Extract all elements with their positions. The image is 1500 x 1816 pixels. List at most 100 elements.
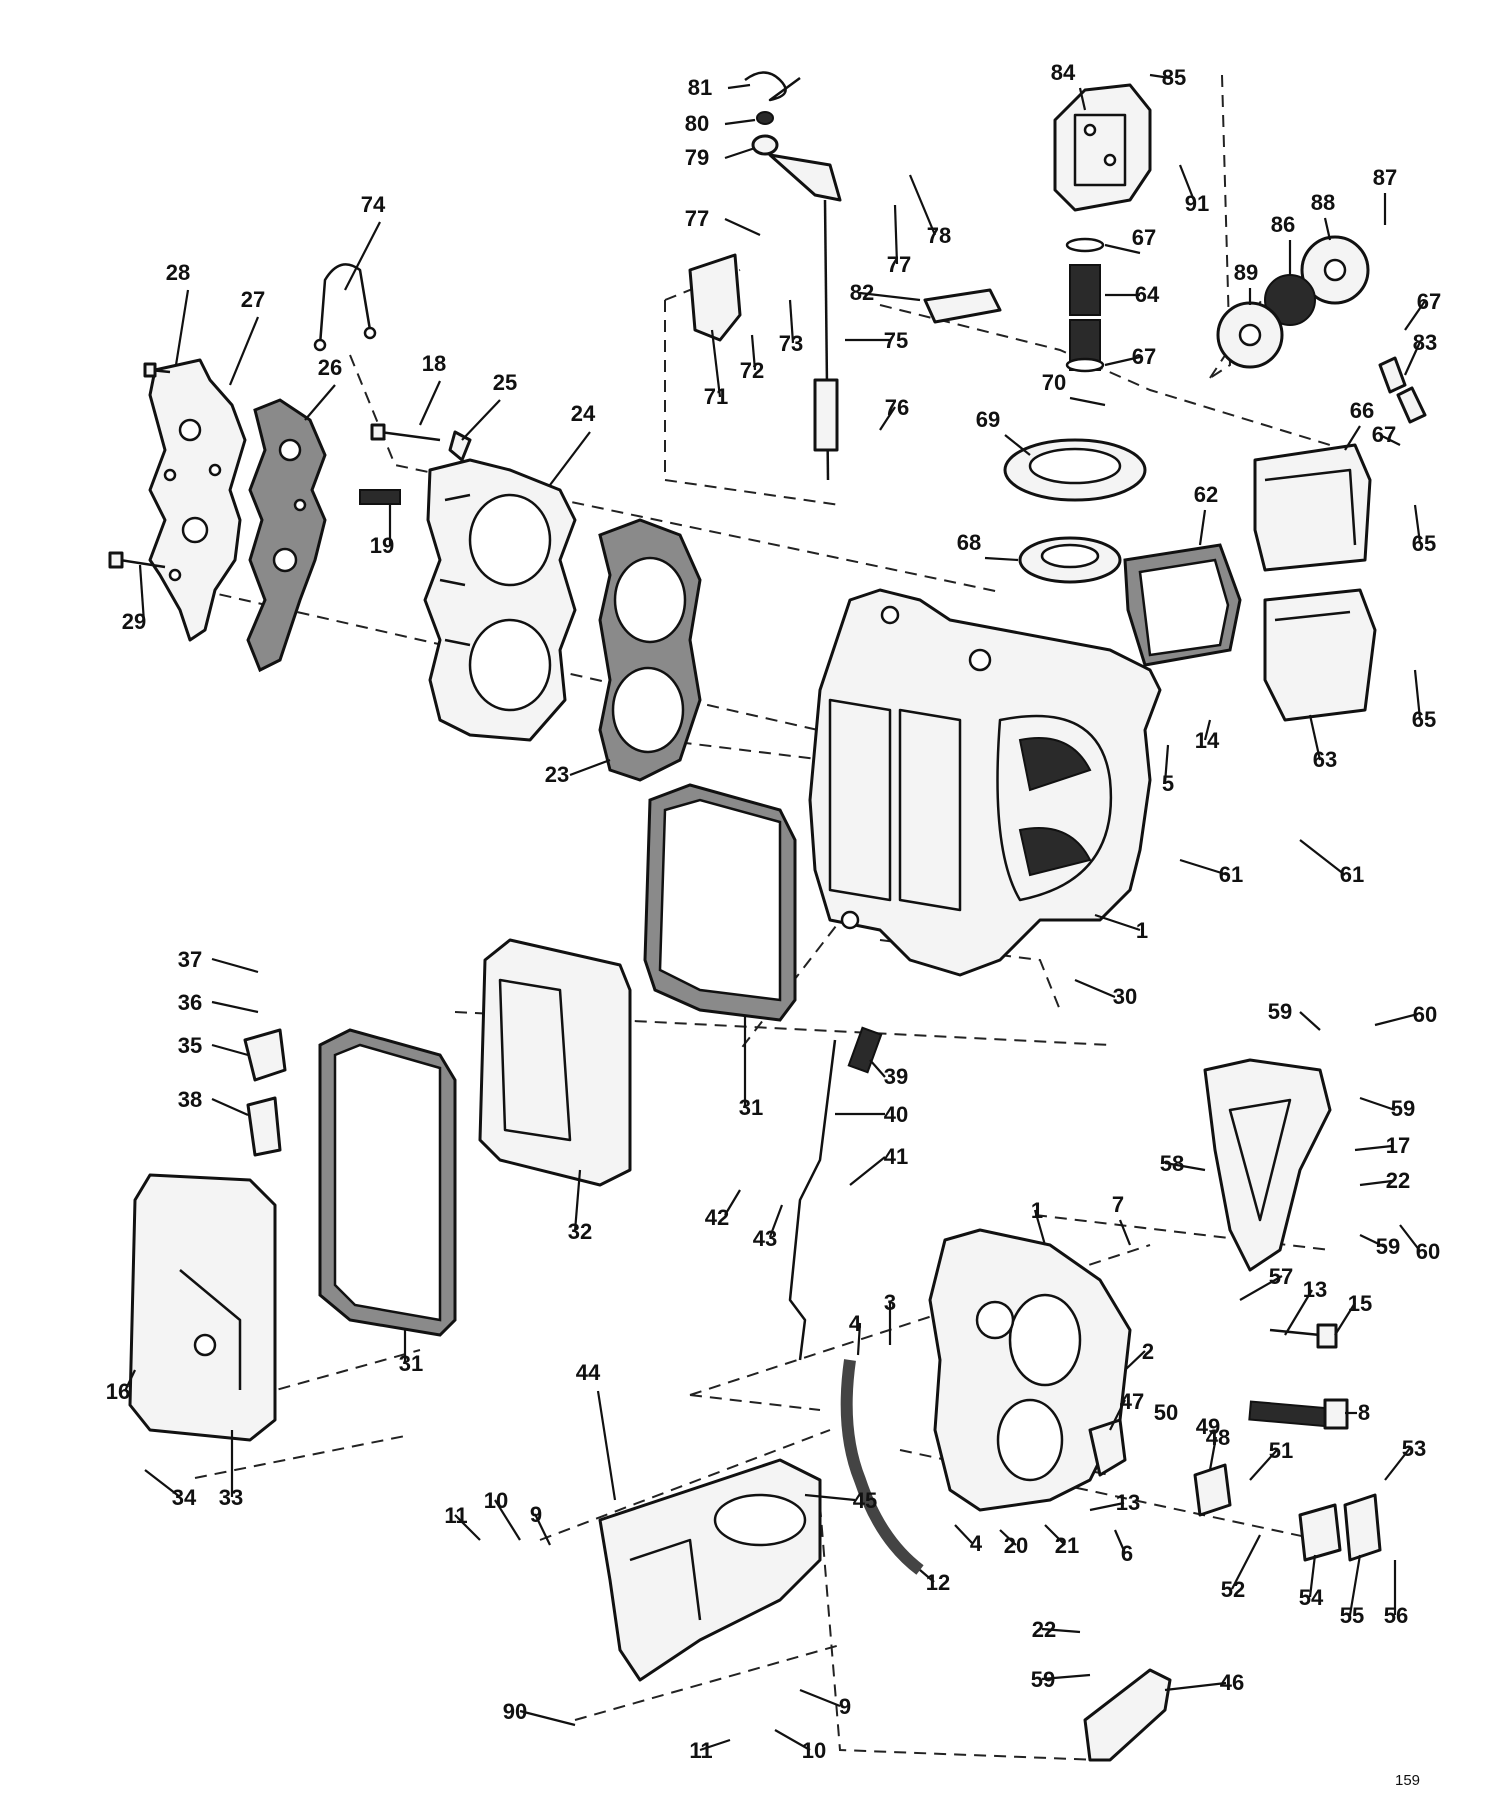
hardware-screws-top-left [108, 362, 472, 569]
callout-45: 45 [853, 1488, 877, 1513]
callout-51: 51 [1269, 1438, 1293, 1463]
callout-18: 18 [422, 351, 446, 376]
callout-31: 31 [739, 1095, 763, 1120]
part-75-linkage-rod [768, 153, 842, 481]
callout-62: 62 [1194, 482, 1218, 507]
callout-3: 3 [884, 1290, 896, 1315]
callout-71: 71 [704, 384, 728, 409]
callout-60: 60 [1413, 1002, 1437, 1027]
callout-36: 36 [178, 990, 202, 1015]
part-33-plate [128, 1173, 277, 1442]
callout-19: 19 [370, 533, 394, 558]
part-8-bolt [1248, 1398, 1349, 1430]
callout-54: 54 [1299, 1585, 1324, 1610]
callout-41: 41 [884, 1144, 908, 1169]
callout-84: 84 [1051, 60, 1076, 85]
part-84-fuel-pump [1053, 83, 1152, 212]
page-code: 159 [1395, 1772, 1420, 1789]
part-46-bracket [1083, 1668, 1172, 1762]
callout-83: 83 [1413, 330, 1437, 355]
callout-2: 2 [1142, 1339, 1154, 1364]
callout-75: 75 [884, 328, 908, 353]
callout-26: 26 [318, 355, 342, 380]
part-81-spring [744, 71, 801, 102]
callout-61: 61 [1340, 862, 1364, 887]
part-58-bracket [1203, 1058, 1332, 1272]
callout-60: 60 [1416, 1239, 1440, 1264]
callout-58: 58 [1160, 1151, 1184, 1176]
callout-32: 32 [568, 1219, 592, 1244]
callout-13: 13 [1116, 1490, 1140, 1515]
callout-24: 24 [571, 401, 596, 426]
callout-10: 10 [802, 1738, 826, 1763]
callout-31: 31 [399, 1351, 423, 1376]
callout-61: 61 [1219, 862, 1243, 887]
part-80-79-nuts [751, 111, 779, 156]
callout-12: 12 [926, 1570, 950, 1595]
callout-86: 86 [1271, 212, 1295, 237]
callout-6: 6 [1121, 1541, 1133, 1566]
callout-38: 38 [178, 1087, 202, 1112]
callout-57: 57 [1269, 1264, 1293, 1289]
callout-77: 77 [887, 252, 911, 277]
callout-90: 90 [503, 1699, 527, 1724]
callout-68: 68 [957, 530, 981, 555]
part-66-cover [1253, 443, 1372, 572]
part-32-cover [478, 938, 632, 1187]
callout-16: 16 [106, 1379, 130, 1404]
callout-52: 52 [1221, 1577, 1245, 1602]
part-31-gasket-upper [643, 783, 797, 1022]
callout-65: 65 [1412, 707, 1436, 732]
callout-64: 64 [1135, 282, 1160, 307]
part-47-plate [1088, 1418, 1127, 1477]
part-71-bracket [688, 253, 742, 342]
callout-67: 67 [1132, 344, 1156, 369]
callout-22: 22 [1386, 1168, 1410, 1193]
callout-29: 29 [122, 609, 146, 634]
callout-17: 17 [1386, 1133, 1410, 1158]
callout-82: 82 [850, 280, 874, 305]
part-88-filter-cover [1300, 235, 1370, 305]
callout-7: 7 [1112, 1192, 1124, 1217]
callout-21: 21 [1055, 1533, 1079, 1558]
part-83-hoses [1378, 356, 1427, 424]
callout-76: 76 [885, 395, 909, 420]
part-39-spring [847, 1026, 883, 1074]
part-1-crankcase-lower [928, 1228, 1132, 1512]
callout-10: 10 [484, 1488, 508, 1513]
callout-15: 15 [1348, 1291, 1372, 1316]
callout-66: 66 [1350, 398, 1374, 423]
callout-27: 27 [241, 287, 265, 312]
callout-11: 11 [444, 1503, 467, 1528]
part-12-hose [840, 1359, 924, 1575]
callout-20: 20 [1004, 1533, 1028, 1558]
callout-35: 35 [178, 1033, 202, 1058]
callout-91: 91 [1185, 191, 1209, 216]
part-89-filter-bowl [1216, 301, 1284, 369]
callout-69: 69 [976, 407, 1000, 432]
callout-78: 78 [927, 223, 951, 248]
callout-65: 65 [1412, 531, 1436, 556]
part-1-crankcase-upper [808, 588, 1162, 977]
part-62-gasket [1123, 543, 1242, 667]
callout-50: 50 [1154, 1400, 1178, 1425]
part-74-bail [313, 263, 377, 352]
callout-74: 74 [361, 192, 386, 217]
callout-34: 34 [172, 1485, 197, 1510]
callout-55: 55 [1340, 1603, 1364, 1628]
part-40-link [788, 1039, 837, 1361]
callout-56: 56 [1384, 1603, 1408, 1628]
callout-59: 59 [1031, 1667, 1055, 1692]
callout-1: 1 [1031, 1198, 1043, 1223]
part-23-head-gasket [598, 518, 702, 782]
callout-85: 85 [1162, 65, 1186, 90]
callout-13: 13 [1303, 1277, 1327, 1302]
callout-44: 44 [576, 1360, 601, 1385]
callout-49: 49 [1196, 1414, 1220, 1439]
callout-11: 11 [689, 1738, 712, 1763]
callout-89: 89 [1234, 260, 1258, 285]
callout-63: 63 [1313, 747, 1337, 772]
callout-40: 40 [884, 1102, 908, 1127]
callout-5: 5 [1162, 771, 1174, 796]
